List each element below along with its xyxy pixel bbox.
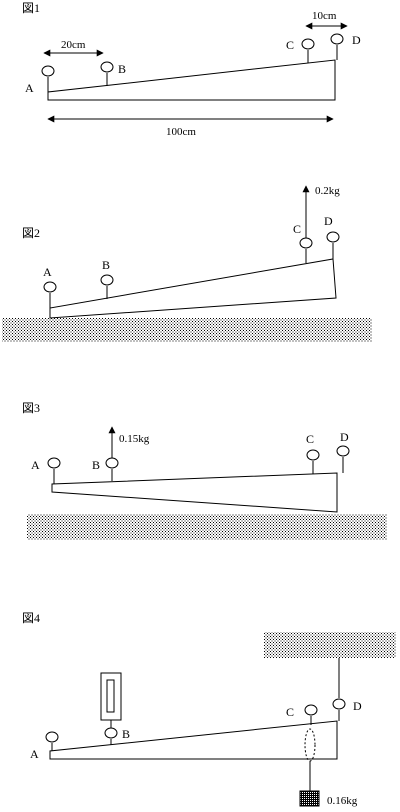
figure-1-title: 図1 xyxy=(22,1,40,15)
label-b: B xyxy=(92,458,100,472)
label-d: D xyxy=(353,699,362,713)
figure-1: 図1 A B C D 20cm 10cm xyxy=(22,1,361,138)
hook-d xyxy=(330,33,344,60)
label-d: D xyxy=(352,33,361,47)
hook-b xyxy=(100,274,114,299)
hook-c xyxy=(301,38,315,63)
label-c: C xyxy=(306,432,314,446)
label-a: A xyxy=(30,747,39,761)
hook-c xyxy=(304,704,318,725)
label-b: B xyxy=(118,62,126,76)
floor xyxy=(27,514,387,540)
figure-2-title: 図2 xyxy=(22,226,40,240)
hook-d xyxy=(326,231,340,259)
label-b: B xyxy=(102,258,110,272)
ceiling xyxy=(264,632,396,658)
weight-block xyxy=(299,790,320,807)
force-label: 0.15kg xyxy=(119,433,150,445)
figure-4-title: 図4 xyxy=(22,611,40,625)
label-c: C xyxy=(286,38,294,52)
hook-b xyxy=(105,457,119,481)
force-label: 0.2kg xyxy=(315,185,340,197)
weight-label: 0.16kg xyxy=(327,795,358,807)
figure-4: 図4 A B C xyxy=(22,611,396,807)
figure-2: 図2 A B C D 0.2kg xyxy=(2,185,372,342)
weight-string-loop xyxy=(304,728,316,762)
hook-c xyxy=(306,449,320,474)
dim-label-cd: 10cm xyxy=(312,10,337,22)
label-c: C xyxy=(286,705,294,719)
hook-a xyxy=(43,281,57,308)
hook-d xyxy=(332,698,346,721)
hook-b xyxy=(100,61,114,86)
spring-scale xyxy=(100,672,122,721)
dim-label-ab: 20cm xyxy=(61,39,86,51)
label-b: B xyxy=(122,727,130,741)
hook-c xyxy=(299,237,313,263)
floor xyxy=(2,318,372,342)
label-a: A xyxy=(31,458,40,472)
label-d: D xyxy=(340,430,349,444)
board xyxy=(51,472,338,513)
hook-a xyxy=(47,457,61,484)
board xyxy=(47,59,336,101)
label-d: D xyxy=(324,214,333,228)
label-a: A xyxy=(43,265,52,279)
figure-3-title: 図3 xyxy=(22,401,40,415)
label-a: A xyxy=(25,81,34,95)
dim-label-total: 100cm xyxy=(166,126,196,138)
hook-d xyxy=(336,445,350,473)
figure-3: 図3 A B C D 0.15kg xyxy=(22,401,387,540)
hook-a xyxy=(45,731,59,751)
hook-b xyxy=(104,720,118,745)
board xyxy=(49,720,338,760)
label-c: C xyxy=(293,222,301,236)
hook-a xyxy=(41,65,55,92)
board xyxy=(49,258,337,319)
